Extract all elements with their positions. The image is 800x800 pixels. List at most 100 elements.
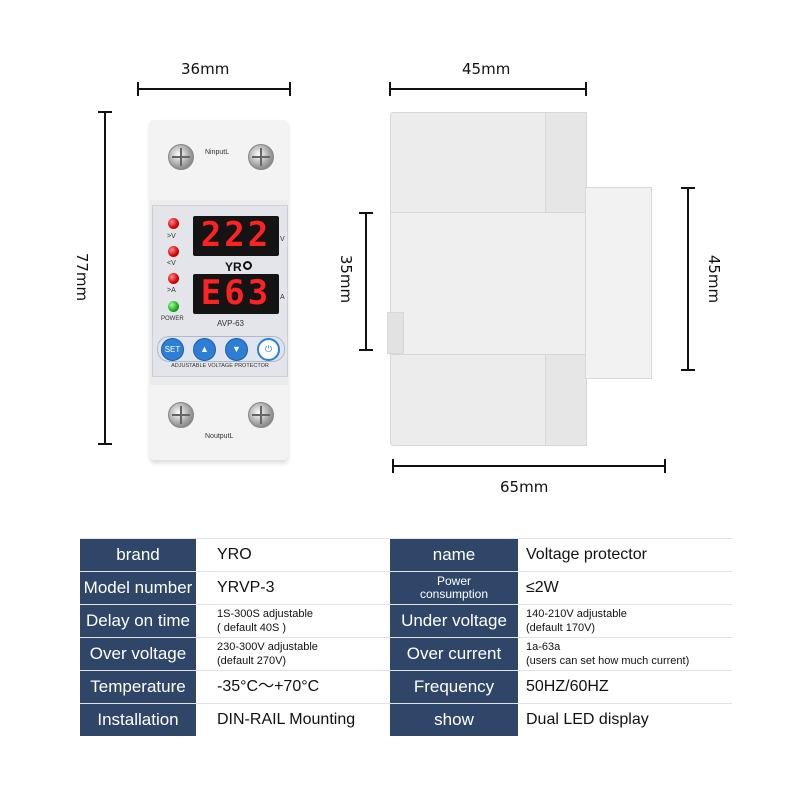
screw-icon xyxy=(248,144,274,170)
spec-label: Power consumption xyxy=(390,572,518,604)
power-button-icon[interactable]: ⏻ xyxy=(257,338,280,361)
side-bottom-label: 65mm xyxy=(500,478,549,496)
spec-value-line: 1a-63a xyxy=(526,641,561,653)
side-top-line xyxy=(390,88,586,90)
side-left-line xyxy=(365,213,367,350)
table-row: Temperature -35°C～+70°C Frequency 50HZ/6… xyxy=(80,670,732,703)
down-arrow-icon[interactable]: ▼ xyxy=(225,338,248,361)
led-label: <V xyxy=(167,260,176,267)
spec-label-line: Power xyxy=(436,574,471,588)
side-left-cap-top xyxy=(359,212,373,214)
spec-value: DIN-RAIL Mounting xyxy=(217,711,356,728)
set-button[interactable]: SET xyxy=(161,338,184,361)
model-label: AVP-63 xyxy=(217,319,244,328)
led-label: >A xyxy=(167,287,176,294)
spec-label: Installation xyxy=(80,704,196,736)
spec-label: Over voltage xyxy=(80,638,196,670)
spec-value-line: (users can set how much current) xyxy=(526,655,690,667)
spec-value: 1S-300S adjustable ( default 40S ) xyxy=(217,605,313,637)
side-top-label: 45mm xyxy=(462,60,511,78)
side-top-step xyxy=(545,112,587,214)
under-voltage-led-icon xyxy=(168,246,179,257)
front-height-cap-top xyxy=(98,111,112,113)
side-right-cap-bottom xyxy=(681,369,695,371)
side-din-clip-left xyxy=(387,312,404,354)
front-width-cap-right xyxy=(289,82,291,96)
control-panel: >V <V >A POWER 222 V YR E63 A AVP-63 SET… xyxy=(152,205,288,377)
current-unit: A xyxy=(280,294,285,301)
spec-value-line: 1S-300S adjustable xyxy=(217,608,314,620)
current-display: E63 xyxy=(193,274,279,314)
panel-caption: ADJUSTABLE VOLTAGE PROTECTOR xyxy=(171,363,269,369)
spec-label: Under voltage xyxy=(390,605,518,637)
side-right-flange xyxy=(585,187,652,379)
over-current-led-icon xyxy=(168,273,179,284)
side-right-cap-top xyxy=(681,187,695,189)
spec-value: 50HZ/60HZ xyxy=(526,678,609,695)
bottom-terminal-block: NoutputL xyxy=(150,385,288,460)
spec-value: Dual LED display xyxy=(526,711,649,728)
device-side-view xyxy=(387,112,652,452)
spec-label: Delay on time xyxy=(80,605,196,637)
spec-value: 140-210V adjustable (default 170V) xyxy=(526,605,627,637)
front-width-cap-left xyxy=(137,82,139,96)
spec-label: Over current xyxy=(390,638,518,670)
spec-value-line: 140-210V adjustable xyxy=(526,608,627,620)
device-front-view: NinputL >V <V >A POWER 222 V YR E63 A AV… xyxy=(150,120,288,460)
brand-logo: YR xyxy=(225,260,242,274)
spec-value: Voltage protector xyxy=(526,546,647,563)
screw-icon xyxy=(168,402,194,428)
side-top-section xyxy=(390,112,547,214)
led-label: >V xyxy=(167,233,176,240)
spec-value: ≤2W xyxy=(526,579,559,596)
spec-label: Frequency xyxy=(390,671,518,703)
screw-icon xyxy=(168,144,194,170)
voltage-unit: V xyxy=(280,236,285,243)
side-bottom-cap-left xyxy=(392,459,394,473)
spec-label: Model number xyxy=(80,572,196,604)
side-bottom-cap-right xyxy=(664,459,666,473)
side-bottom-section xyxy=(390,354,547,446)
power-led-icon xyxy=(168,301,179,312)
front-height-label: 77mm xyxy=(73,252,92,302)
spec-table: brand YRO name Voltage protector Model n… xyxy=(80,538,732,738)
table-row: Installation DIN-RAIL Mounting show Dual… xyxy=(80,703,732,736)
spec-value-line: ( default 40S ) xyxy=(217,622,287,634)
spec-label: show xyxy=(390,704,518,736)
table-row: brand YRO name Voltage protector xyxy=(80,538,732,571)
table-row: Model number YRVP-3 Power consumption ≤2… xyxy=(80,571,732,604)
table-row: Delay on time 1S-300S adjustable ( defau… xyxy=(80,604,732,637)
side-left-label: 35mm xyxy=(337,254,356,304)
side-bottom-step xyxy=(545,354,587,446)
spec-value-line: (default 170V) xyxy=(526,622,596,634)
side-bottom-line xyxy=(393,465,665,467)
button-row: SET ▲ ▼ ⏻ xyxy=(157,336,285,362)
spec-value: 230-300V adjustable (default 270V) xyxy=(217,638,318,670)
spec-label-line: consumption xyxy=(419,587,489,601)
side-right-line xyxy=(687,188,689,370)
side-top-cap-right xyxy=(585,82,587,96)
spec-label: Temperature xyxy=(80,671,196,703)
brand-logo-mark-icon xyxy=(243,261,252,270)
spec-label: name xyxy=(390,539,518,571)
top-terminal-block: NinputL xyxy=(150,120,288,200)
over-voltage-led-icon xyxy=(168,218,179,229)
spec-value: 1a-63a (users can set how much current) xyxy=(526,638,689,670)
side-top-cap-left xyxy=(389,82,391,96)
led-label: POWER xyxy=(161,316,184,322)
spec-label: brand xyxy=(80,539,196,571)
screw-icon xyxy=(248,402,274,428)
voltage-display: 222 xyxy=(193,216,279,256)
input-terminal-label: NinputL xyxy=(205,149,230,156)
spec-value: YRO xyxy=(217,546,252,563)
spec-value-line: (default 270V) xyxy=(217,655,287,667)
front-width-label: 36mm xyxy=(181,60,230,78)
side-right-label: 45mm xyxy=(705,254,724,304)
front-height-cap-bottom xyxy=(98,443,112,445)
spec-value: -35°C～+70°C xyxy=(217,678,320,695)
spec-value-line: 230-300V adjustable xyxy=(217,641,318,653)
up-arrow-icon[interactable]: ▲ xyxy=(193,338,216,361)
front-width-line xyxy=(138,88,290,90)
front-height-line xyxy=(104,112,106,444)
spec-value: YRVP-3 xyxy=(217,579,275,596)
